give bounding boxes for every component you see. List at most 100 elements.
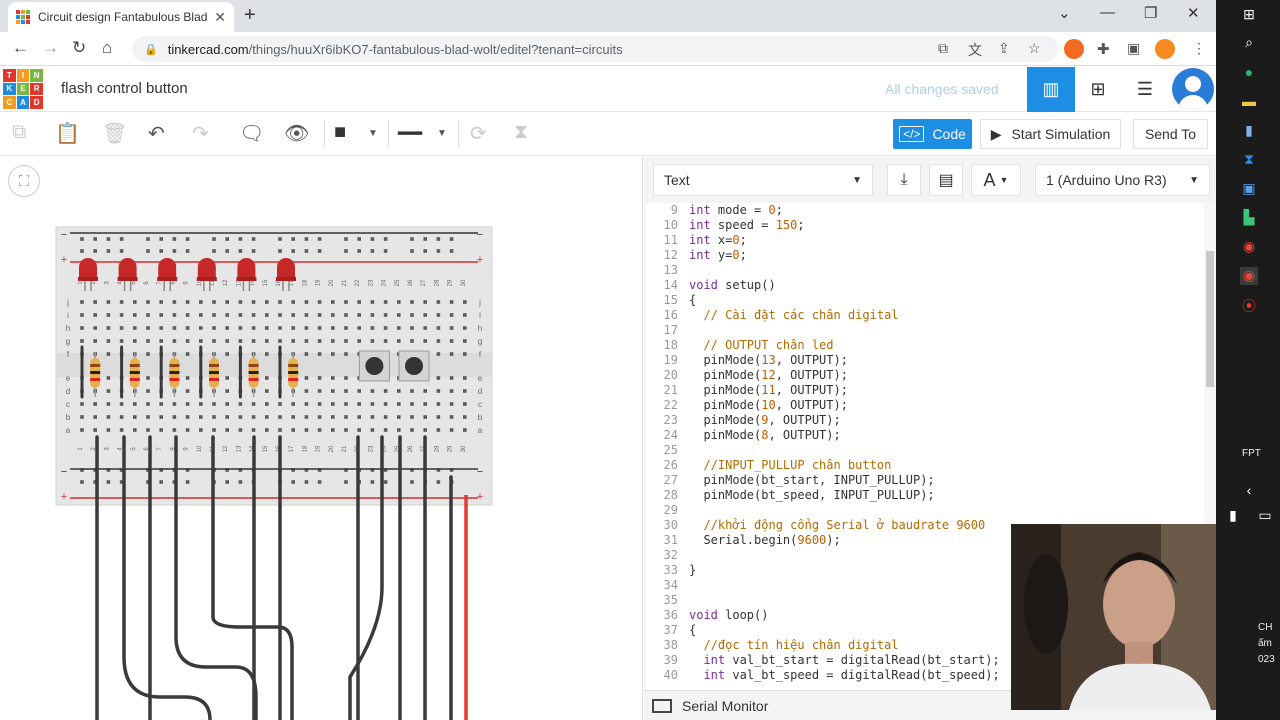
forward-arrow-icon[interactable]: → <box>42 38 59 57</box>
input-language[interactable]: FPT <box>1242 448 1261 459</box>
code-line[interactable]: //đọc tín hiệu chân digital <box>703 638 899 652</box>
battery-icon[interactable]: ▭ <box>1258 507 1272 523</box>
code-line[interactable] <box>689 323 1202 338</box>
user-avatar[interactable] <box>1172 68 1214 110</box>
side-panel-icon[interactable]: ▣ <box>1127 40 1141 56</box>
column-number: 6 <box>144 281 150 285</box>
code-line[interactable]: //INPUT_PULLUP chân button <box>703 458 892 472</box>
component-list-button[interactable]: ☰ <box>1121 67 1169 112</box>
code-line[interactable]: } <box>689 563 697 577</box>
zoom-to-fit-button[interactable]: ⛶ <box>8 165 40 197</box>
chrome-active-icon[interactable]: ◉ <box>1240 267 1258 285</box>
code-lines[interactable]: int mode = 0;int speed = 150;int x=0;int… <box>689 203 1202 683</box>
redo-icon[interactable]: ↷ <box>192 123 209 145</box>
code-line[interactable]: Serial.begin(9600); <box>689 533 841 547</box>
back-arrow-icon[interactable]: ← <box>12 38 29 57</box>
extensions-puzzle-icon[interactable]: ✚ <box>1097 41 1110 58</box>
edge-icon[interactable]: ● <box>1244 64 1254 80</box>
url-field[interactable]: 🔒 tinkercad.com/things/huuXr6ibKO7-fanta… <box>132 36 1058 62</box>
chevron-left-icon[interactable]: ‹ <box>1246 482 1252 498</box>
code-mode-select[interactable]: Text ▼ <box>653 164 873 196</box>
code-line[interactable]: pinMode(12, OUTPUT); <box>689 368 848 382</box>
chrome-menu-icon[interactable]: ⋮ <box>1192 40 1206 56</box>
record-icon[interactable]: ⦿ <box>1242 298 1256 314</box>
share-icon[interactable]: ⇪ <box>998 40 1010 56</box>
search-icon[interactable]: ⌕ <box>1245 34 1253 50</box>
open-in-app-icon[interactable]: ⧉ <box>938 40 948 56</box>
code-button[interactable]: </> Code <box>893 119 972 149</box>
code-line[interactable] <box>689 443 1202 458</box>
code-line[interactable]: int mode = 0; <box>689 203 783 217</box>
delete-icon[interactable]: 🗑 <box>102 123 128 145</box>
browser-tab[interactable]: Circuit design Fantabulous Blad-W ✕ <box>8 2 234 32</box>
code-line[interactable]: pinMode(bt_speed, INPUT_PULLUP); <box>689 488 935 502</box>
code-line[interactable]: pinMode(13, OUTPUT); <box>689 353 848 367</box>
paste-icon[interactable]: 📋 <box>55 123 80 145</box>
office-icon[interactable]: ▙ <box>1243 209 1255 225</box>
code-line[interactable]: // Cài đặt các chân digital <box>703 308 899 322</box>
circuit-view-button[interactable]: ▥ <box>1027 67 1075 112</box>
minimize-button[interactable]: — <box>1100 4 1115 21</box>
send-to-button[interactable]: Send To <box>1133 119 1208 149</box>
flip-icon[interactable]: ⧗ <box>514 121 529 143</box>
code-line[interactable] <box>689 263 1202 278</box>
profile-avatar-icon[interactable] <box>1155 39 1175 59</box>
vscode-icon[interactable]: ⧗ <box>1244 151 1254 167</box>
file-explorer-icon[interactable]: ▬ <box>1242 93 1256 109</box>
translate-icon[interactable]: 文 <box>968 42 982 58</box>
home-icon[interactable]: ⌂ <box>102 38 113 57</box>
code-line[interactable]: { <box>689 623 697 637</box>
code-line[interactable]: // OUTPUT chân led <box>703 338 834 352</box>
code-line[interactable]: pinMode(8, OUTPUT); <box>689 428 841 442</box>
rail-hole <box>80 237 84 241</box>
code-line[interactable]: pinMode(bt_start, INPUT_PULLUP); <box>689 473 935 487</box>
new-tab-button[interactable]: + <box>244 4 256 26</box>
bookmark-star-icon[interactable]: ☆ <box>1028 40 1041 56</box>
code-line[interactable]: void loop() <box>689 608 769 622</box>
ime-indicator[interactable]: CH <box>1258 622 1273 633</box>
notes-icon[interactable]: 🗨 <box>239 123 265 145</box>
close-window-button[interactable]: ✕ <box>1187 5 1200 22</box>
code-line[interactable]: pinMode(10, OUTPUT); <box>689 398 848 412</box>
maximize-button[interactable]: ❐ <box>1144 5 1158 22</box>
color-dropdown-icon[interactable]: ▼ <box>368 128 378 139</box>
rotate-icon[interactable]: ⟳ <box>470 123 487 145</box>
code-line[interactable]: { <box>689 293 697 307</box>
code-line[interactable]: int val_bt_speed = digitalRead(bt_speed)… <box>703 668 1000 682</box>
chrome-icon[interactable]: ◉ <box>1242 238 1256 254</box>
reload-icon[interactable]: ↻ <box>72 38 87 57</box>
notes-app-icon[interactable]: ▮ <box>1245 122 1253 138</box>
network-icon[interactable]: ▮ <box>1229 507 1237 523</box>
start-simulation-button[interactable]: ▶ Start Simulation <box>980 119 1121 149</box>
libraries-button[interactable]: ▤ <box>929 164 963 196</box>
tab-search-icon[interactable]: ⌄ <box>1058 5 1071 22</box>
code-line[interactable]: pinMode(9, OUTPUT); <box>689 413 841 427</box>
copy-icon[interactable]: ⧉ <box>12 121 27 143</box>
code-line[interactable]: int x=0; <box>689 233 747 247</box>
scrollbar-thumb[interactable] <box>1206 251 1214 387</box>
wire-dropdown-icon[interactable]: ▼ <box>437 128 447 139</box>
code-line[interactable]: int val_bt_start = digitalRead(bt_start)… <box>703 653 1000 667</box>
schematic-view-button[interactable]: ⊞ <box>1074 67 1122 112</box>
undo-icon[interactable]: ↶ <box>148 123 165 145</box>
code-line[interactable]: int y=0; <box>689 248 747 262</box>
tab-close-icon[interactable]: ✕ <box>214 8 226 25</box>
design-title[interactable]: flash control button <box>61 80 188 97</box>
code-line[interactable] <box>689 503 1202 518</box>
download-code-button[interactable]: ⤓ <box>887 164 921 196</box>
tinkercad-logo[interactable]: T I N K E R C A D <box>3 69 43 109</box>
code-line[interactable]: //khởi động cổng Serial ở baudrate 9600 <box>703 518 986 532</box>
windows-start-icon[interactable]: ⊞ <box>1243 6 1255 22</box>
extension-c-icon[interactable] <box>1064 39 1084 59</box>
code-line[interactable]: int speed = 150; <box>689 218 805 232</box>
code-line[interactable]: void setup() <box>689 278 776 292</box>
code-line[interactable]: pinMode(11, OUTPUT); <box>689 383 848 397</box>
breadboard-canvas[interactable]: −+−+−+−+11223344556677889910101111121213… <box>0 157 643 720</box>
font-size-button[interactable]: A ▼ <box>971 164 1021 196</box>
visibility-icon[interactable]: 👁 <box>284 123 310 145</box>
wire-style-icon[interactable]: ━━ <box>398 123 423 145</box>
board-select[interactable]: 1 (Arduino Uno R3) ▼ <box>1035 164 1210 196</box>
color-swatch-icon[interactable]: ■ <box>334 121 347 143</box>
app-icon[interactable]: ▣ <box>1242 180 1256 196</box>
